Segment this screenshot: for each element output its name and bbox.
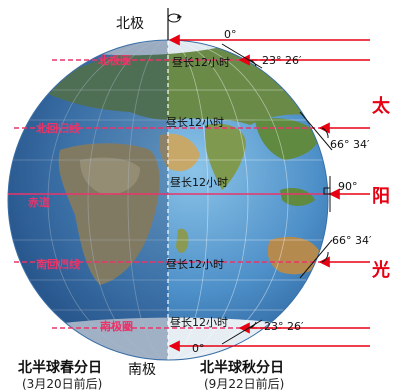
north-pole-label: 北极	[116, 16, 144, 32]
rotation-icon	[167, 8, 182, 40]
angle-tropic-cancer: 66° 34′	[330, 138, 370, 151]
tropic-cancer-label: 北回归线	[36, 121, 80, 135]
south-pole-label: 南极	[128, 362, 156, 378]
antarctic-circle-label: 南极圈	[100, 319, 133, 333]
arctic-circle-label: 北极圈	[98, 53, 131, 67]
caption-spring-title: 北半球春分日	[18, 359, 102, 376]
angle-north-pole: 0°	[224, 28, 237, 41]
angle-antarctic: 23° 26′	[264, 320, 304, 333]
night-hemisphere	[8, 40, 168, 360]
caption-autumn-title: 北半球秋分日	[200, 359, 284, 376]
day-length-equator: 昼长12小时	[170, 176, 228, 189]
angle-arctic: 23° 26′	[262, 54, 302, 67]
day-length-tropic-cancer: 昼长12小时	[166, 116, 224, 129]
angle-tropic-capricorn: 66° 34′	[332, 234, 372, 247]
day-length-arctic: 昼长12小时	[172, 56, 230, 69]
caption-autumn-date: (9月22日前后)	[204, 376, 284, 391]
angle-markers	[221, 43, 333, 345]
caption-spring-date: (3月20日前后)	[22, 376, 102, 391]
sun-rays	[168, 34, 370, 352]
angle-equator: 90°	[338, 180, 358, 193]
sun-char-3: 光	[371, 259, 390, 281]
sun-char-1: 太	[372, 95, 391, 117]
latitude-lines	[8, 59, 330, 329]
tropic-capricorn-label: 南回归线	[36, 257, 80, 271]
equator-label: 赤道	[28, 195, 50, 209]
angle-south-pole: 0°	[192, 342, 205, 355]
day-length-tropic-capricorn: 昼长12小时	[166, 258, 224, 271]
sun-char-2: 阳	[372, 186, 390, 207]
day-length-antarctic: 昼长12小时	[170, 316, 228, 329]
